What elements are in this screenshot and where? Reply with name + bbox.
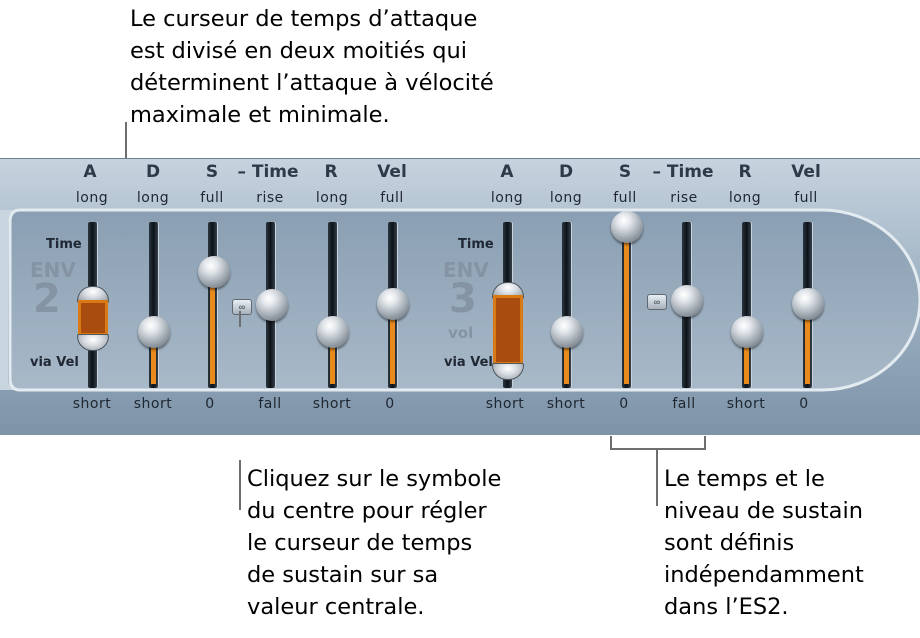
- env3-header-velocity: Vel: [791, 162, 821, 182]
- env2-release-knob[interactable]: [317, 316, 349, 348]
- env3-attack-split-body: [493, 295, 523, 365]
- env2-release-top-label: long: [315, 190, 349, 206]
- env3-release-knob[interactable]: [731, 316, 763, 348]
- env3-sustain-time-knob[interactable]: [671, 285, 703, 317]
- center-callout-leader-tick: [239, 311, 241, 327]
- env3-velocity-top-label: full: [794, 190, 818, 206]
- env2-velocity-top-label: full: [380, 190, 404, 206]
- env2-via-vel-label: via Vel: [30, 355, 79, 370]
- env2-release-level-fill: [330, 344, 335, 384]
- env3-release-bottom-label: short: [726, 396, 766, 412]
- env2-decay-track[interactable]: [149, 222, 158, 388]
- env3-header-sustain-time: – Time: [652, 162, 714, 182]
- env3-vol-label: vol: [448, 324, 474, 342]
- env3-time-top-label: rise: [670, 190, 698, 206]
- env2-release-bottom-label: short: [312, 396, 352, 412]
- center-callout-leader-line: [239, 460, 241, 510]
- right-callout-bracket-left: [610, 436, 612, 450]
- env2-sustain-time-knob[interactable]: [256, 289, 288, 321]
- env2-velocity-knob[interactable]: [377, 288, 409, 320]
- env3-sustain-top-label: full: [613, 190, 637, 206]
- env3-sustain-knob[interactable]: [611, 211, 643, 243]
- env2-decay-level-fill: [151, 344, 156, 384]
- right-callout-leader-line: [656, 448, 658, 506]
- env3-sustain-bottom-label: 0: [619, 396, 629, 412]
- env3-header-decay: D: [558, 162, 574, 182]
- env2-sustain-knob[interactable]: [198, 256, 230, 288]
- env2-time-top-label: rise: [256, 190, 284, 206]
- env3-via-vel-label: via Vel: [444, 355, 493, 370]
- env3-header-release: R: [738, 162, 752, 182]
- env3-header-attack: A: [500, 162, 514, 182]
- env2-header-sustain-time: – Time: [237, 162, 299, 182]
- env3-decay-track[interactable]: [562, 222, 571, 388]
- env3-velocity-knob[interactable]: [792, 288, 824, 320]
- env3-release-track[interactable]: [742, 222, 751, 388]
- env3-time-label: Time: [458, 237, 494, 252]
- env3-number: 3: [449, 276, 477, 322]
- env2-sustain-top-label: full: [200, 190, 224, 206]
- env3-decay-level-fill: [564, 344, 569, 384]
- env2-sustain-level-fill: [210, 284, 215, 384]
- env2-time-label: Time: [46, 237, 82, 252]
- env2-attack-bottom-label: short: [72, 396, 112, 412]
- env2-header-release: R: [324, 162, 338, 182]
- right-callout-bracket-right: [704, 436, 706, 450]
- env2-header-attack: A: [83, 162, 97, 182]
- env3-decay-bottom-label: short: [546, 396, 586, 412]
- env2-center-link-symbol[interactable]: ∞: [232, 299, 252, 315]
- env2-label: ENV: [30, 258, 76, 282]
- env2-header-sustain: S: [205, 162, 219, 182]
- env3-velocity-level-fill: [805, 318, 810, 384]
- callout-center-symbol: Cliquez sur le symbole du centre pour ré…: [247, 466, 502, 620]
- env2-attack-split-body: [78, 300, 108, 336]
- env2-velocity-bottom-label: 0: [385, 396, 395, 412]
- env2-decay-top-label: long: [136, 190, 170, 206]
- env3-attack-bottom-label: short: [485, 396, 525, 412]
- env2-release-track[interactable]: [328, 222, 337, 388]
- env2-velocity-level-fill: [390, 318, 395, 384]
- env2-decay-knob[interactable]: [138, 316, 170, 348]
- env3-attack-top-label: long: [490, 190, 524, 206]
- env2-time-bottom-label: fall: [258, 396, 282, 412]
- env2-number: 2: [33, 276, 61, 322]
- env3-decay-top-label: long: [549, 190, 583, 206]
- callout-attack-slider: Le curseur de temps d’attaque est divisé…: [130, 6, 494, 128]
- env3-label: ENV: [443, 258, 489, 282]
- env3-velocity-bottom-label: 0: [799, 396, 809, 412]
- env2-sustain-bottom-label: 0: [205, 396, 215, 412]
- env3-decay-knob[interactable]: [551, 316, 583, 348]
- env3-time-bottom-label: fall: [672, 396, 696, 412]
- env3-release-top-label: long: [728, 190, 762, 206]
- env3-header-sustain: S: [618, 162, 632, 182]
- env3-sustain-level-fill: [624, 240, 629, 384]
- env2-decay-bottom-label: short: [133, 396, 173, 412]
- env3-center-link-symbol[interactable]: ∞: [647, 294, 667, 310]
- env2-header-decay: D: [145, 162, 161, 182]
- env3-release-level-fill: [744, 344, 749, 384]
- callout-sustain-time-level: Le temps et le niveau de sustain sont dé…: [664, 466, 864, 620]
- right-callout-bracket-base: [610, 448, 706, 450]
- env2-attack-top-label: long: [75, 190, 109, 206]
- env2-header-velocity: Vel: [377, 162, 407, 182]
